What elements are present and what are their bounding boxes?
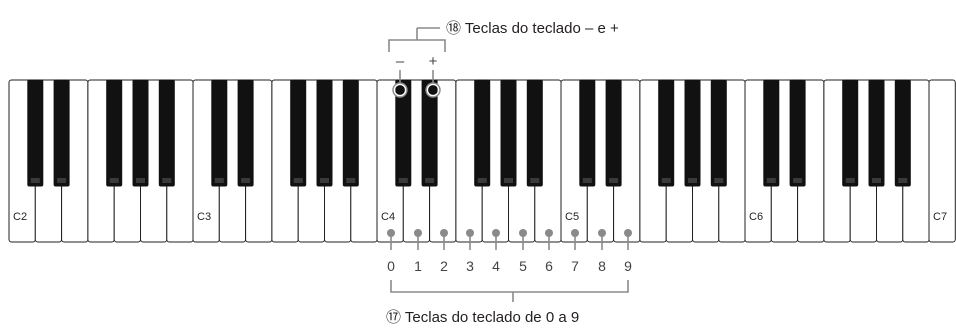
black-key-highlight: [845, 178, 855, 183]
number-key-label-3: 3: [466, 258, 474, 274]
black-key-highlight: [714, 178, 724, 183]
black-key: [789, 79, 806, 187]
black-key-highlight: [609, 178, 619, 183]
black-key-highlight: [582, 178, 592, 183]
octave-labels: C2 C3 C4 C5 C6 C7: [13, 211, 947, 223]
white-key: [928, 79, 956, 243]
plus-key-marker: [425, 82, 441, 98]
black-key: [894, 79, 911, 187]
black-key-highlight: [109, 178, 119, 183]
black-key-highlight: [530, 178, 540, 183]
number-key-label-2: 2: [440, 258, 448, 274]
number-key-dot: [492, 229, 500, 237]
black-key: [237, 79, 254, 187]
plus-key-marker-outline: [425, 82, 441, 98]
number-key-dot: [387, 229, 395, 237]
number-key-label-9: 9: [624, 258, 632, 274]
number-key-dot: [598, 229, 606, 237]
number-keys-bracket: [390, 280, 629, 302]
black-key: [500, 79, 517, 187]
number-key-dot: [466, 229, 474, 237]
black-key: [211, 79, 228, 187]
octave-label-c5: C5: [565, 211, 579, 223]
octave-label-c2: C2: [13, 211, 27, 223]
black-key-highlight: [425, 178, 435, 183]
black-key: [290, 79, 307, 187]
number-key-label-0: 0: [387, 258, 395, 274]
number-key-label-6: 6: [545, 258, 553, 274]
number-key-dot: [624, 229, 632, 237]
black-key: [342, 79, 359, 187]
black-key-highlight: [766, 178, 776, 183]
octave-label-c4: C4: [381, 211, 395, 223]
octave-label-c3: C3: [197, 211, 211, 223]
black-key-highlight: [136, 178, 145, 183]
black-key: [316, 79, 333, 187]
number-key-dot: [571, 229, 579, 237]
black-key: [710, 79, 727, 187]
minus-plus-bracket: [388, 28, 446, 52]
number-key-dot: [414, 229, 422, 237]
minus-sign: –: [396, 53, 405, 70]
number-key-label-1: 1: [414, 258, 422, 274]
black-key: [526, 79, 543, 187]
number-key-dot: [440, 229, 448, 237]
callout-top-label: ⑱ Teclas do teclado – e +: [446, 20, 619, 37]
number-key-dot: [545, 229, 553, 237]
black-key: [684, 79, 701, 187]
black-key: [579, 79, 596, 187]
black-key-highlight: [214, 178, 224, 183]
black-key: [53, 79, 70, 187]
black-key: [421, 79, 438, 187]
black-key: [27, 79, 44, 187]
black-key: [132, 79, 149, 187]
minus-plus-callout: – + ⑱ Teclas do teclado – e +: [388, 20, 619, 98]
number-key-label-8: 8: [598, 258, 606, 274]
number-key-label-5: 5: [519, 258, 527, 274]
black-key-highlight: [320, 178, 329, 183]
callout-bottom-label: ⑰ Teclas do teclado de 0 a 9: [386, 309, 579, 326]
black-key: [474, 79, 491, 187]
black-key-highlight: [661, 178, 671, 183]
black-key: [763, 79, 780, 187]
black-key-highlight: [346, 178, 356, 183]
black-key-highlight: [293, 178, 303, 183]
number-key-dot: [519, 229, 527, 237]
black-key: [658, 79, 675, 187]
black-key-highlight: [30, 178, 40, 183]
octave-label-c7: C7: [933, 211, 947, 223]
black-key-highlight: [241, 178, 251, 183]
black-key-highlight: [688, 178, 697, 183]
black-key: [395, 79, 412, 187]
minus-key-marker-outline: [392, 82, 408, 98]
black-key-highlight: [504, 178, 513, 183]
black-keys: [27, 79, 911, 187]
black-key-highlight: [793, 178, 803, 183]
black-key-highlight: [872, 178, 881, 183]
octave-label-c6: C6: [749, 211, 763, 223]
black-key: [605, 79, 622, 187]
minus-key-marker: [392, 82, 408, 98]
black-key: [106, 79, 123, 187]
black-key: [158, 79, 175, 187]
black-key-highlight: [162, 178, 172, 183]
number-key-label-7: 7: [571, 258, 579, 274]
black-key-highlight: [57, 178, 67, 183]
plus-sign: +: [429, 53, 438, 70]
black-key-highlight: [398, 178, 408, 183]
black-key-highlight: [898, 178, 908, 183]
black-key-highlight: [477, 178, 487, 183]
number-keys-callout: ⑰ Teclas do teclado de 0 a 9: [386, 280, 629, 326]
number-key-markers: 0 1 2 3 4 5 6 7 8 9: [387, 229, 632, 274]
number-key-label-4: 4: [492, 258, 500, 274]
black-key: [868, 79, 885, 187]
black-key: [842, 79, 859, 187]
